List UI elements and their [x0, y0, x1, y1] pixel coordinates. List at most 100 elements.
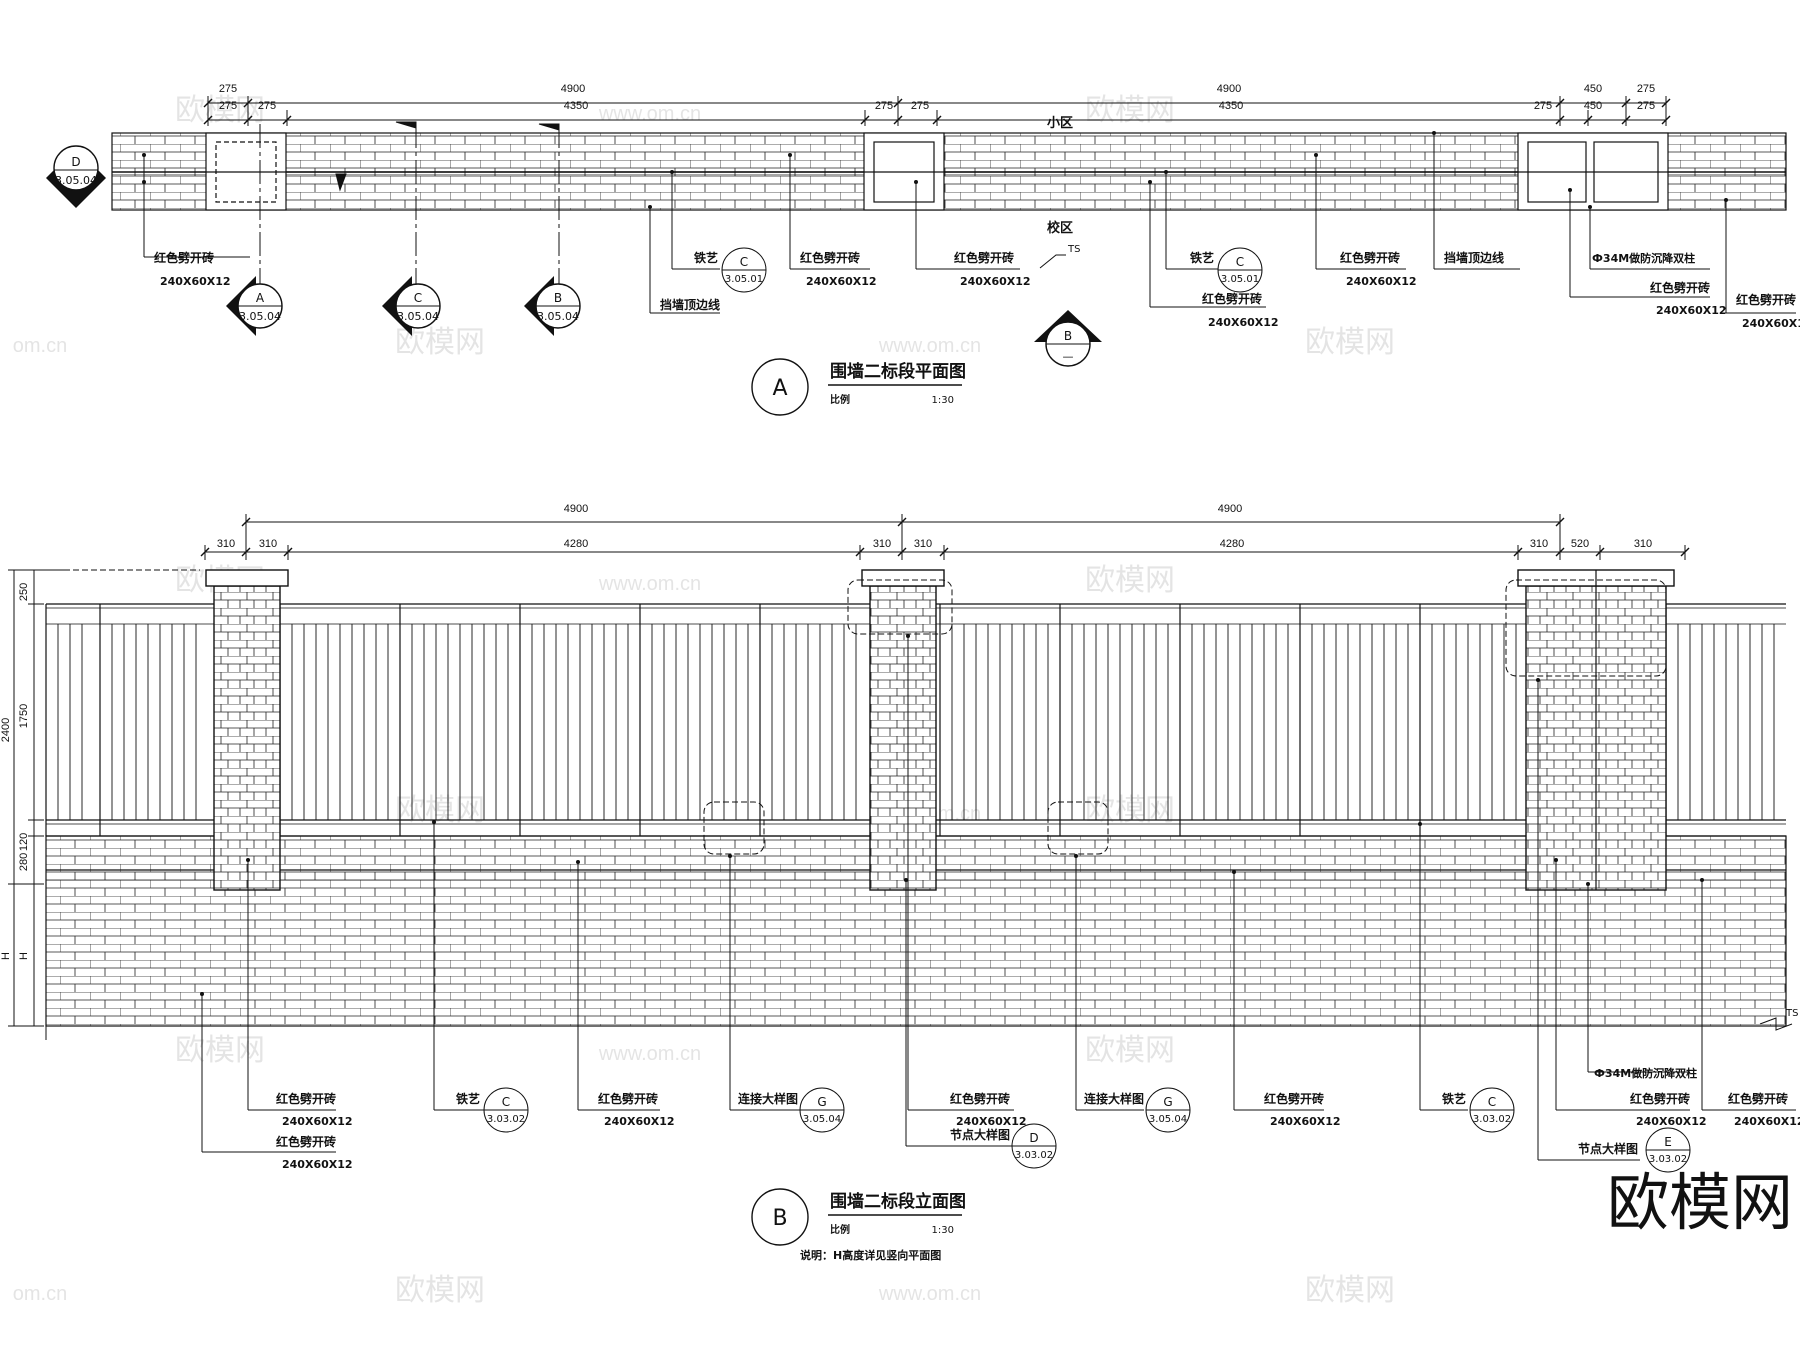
elev-dim-top-2: 4900	[1218, 503, 1242, 515]
watermark-brand: 欧模网	[395, 1273, 485, 1308]
elev-dim-2-6: 4280	[1220, 538, 1244, 550]
watermark-brand: 欧模网	[1085, 563, 1175, 598]
elev-callout-7-ref: D	[1029, 1131, 1038, 1145]
elev-left-dims	[8, 569, 200, 1027]
elev-dimensions	[204, 514, 1686, 560]
plan-callout-11: 红色劈开砖	[1650, 280, 1710, 295]
plan-callout-11-spec: 240X60X12	[1656, 304, 1727, 317]
plan-section-flags	[259, 121, 560, 290]
elev-dim-2-7: 310	[1530, 538, 1548, 550]
plan-dim-2-6: 4350	[1219, 100, 1243, 112]
elev-left-dim-labels: 250 1750 2400 120 280 H H	[0, 583, 30, 960]
plan-callout-12: 红色劈开砖	[1736, 292, 1796, 307]
plan-callout-7: 红色劈开砖	[1202, 291, 1262, 306]
elev-piers	[205, 569, 1675, 891]
plan-callout-10: Ф34M做防沉降双柱	[1592, 251, 1695, 265]
elev-callout-14: 红色劈开砖	[1728, 1091, 1788, 1106]
brand-watermark-large: 欧模网	[1607, 1166, 1793, 1239]
plan-callout-8: 红色劈开砖	[1340, 250, 1400, 265]
elev-callouts: 红色劈开砖 240X60X12 红色劈开砖 240X60X12 铁艺 C 3.0…	[276, 1066, 1800, 1173]
plan-callout-1-spec: 240X60X12	[160, 275, 231, 288]
section-mark-B2-letter: B	[1064, 329, 1072, 343]
elev-callout-5: 连接大样图	[738, 1091, 798, 1106]
section-mark-B-sheet: 3.05.04	[537, 310, 579, 323]
elev-dim-left-2: 1750	[18, 704, 30, 728]
plan-dim-2-1: 275	[219, 100, 237, 112]
plan-ts: TS	[1067, 244, 1080, 255]
elev-callout-13: 红色劈开砖	[1630, 1091, 1690, 1106]
watermark-brand: 欧模网	[175, 93, 265, 128]
watermark-brand: 欧模网	[395, 793, 485, 828]
elev-callout-8-ref: G	[1163, 1095, 1172, 1109]
plan-callout-9: 挡墙顶边线	[1444, 250, 1504, 265]
elev-detail-boxes	[703, 579, 1667, 855]
plan-callouts: 红色劈开砖 240X60X12 铁艺 C 3.05.01 挡墙顶边线 红色劈开砖…	[154, 247, 1800, 330]
section-mark-D-letter: D	[71, 155, 80, 169]
elev-callout-9: 红色劈开砖	[1264, 1091, 1324, 1106]
elev-callout-1: 红色劈开砖	[276, 1091, 336, 1106]
plan-callout-4-spec: 240X60X12	[806, 275, 877, 288]
elev-title-block: B 围墙二标段立面图 比例 1:30 说明：H高度详见竖向平面图	[751, 1188, 966, 1262]
section-mark-B2-sheet: —	[1063, 350, 1074, 363]
elev-dim-ticks	[200, 517, 1690, 557]
elev-scale-label: 比例	[830, 1223, 850, 1236]
plan-zone-top: 小区	[1047, 116, 1073, 131]
elev-ts: TS	[1785, 1008, 1798, 1019]
section-mark-B-center[interactable]: B —	[1034, 310, 1102, 367]
elev-leader-dots	[200, 634, 1704, 996]
plan-callout-5-spec: 240X60X12	[960, 275, 1031, 288]
section-mark-B-letter: B	[554, 291, 562, 305]
plan-callout-5: 红色劈开砖	[954, 250, 1014, 265]
elev-callout-5-ref: G	[817, 1095, 826, 1109]
elev-callout-2: 红色劈开砖	[276, 1134, 336, 1149]
plan-callout-6-sheet: 3.05.01	[1221, 274, 1259, 285]
elev-callout-2-spec: 240X60X12	[282, 1158, 353, 1171]
elev-callout-5-sheet: 3.05.04	[803, 1114, 841, 1125]
elev-callout-8-sheet: 3.05.04	[1149, 1114, 1187, 1125]
section-mark-D[interactable]: D 3.05.04	[46, 145, 106, 208]
watermark-url: www.om.cn	[878, 1283, 981, 1305]
elev-title: 围墙二标段立面图	[830, 1191, 966, 1212]
elev-callout-14-spec: 240X60X12	[1734, 1115, 1800, 1128]
elev-callout-7: 节点大样图	[950, 1127, 1010, 1142]
elev-callout-4: 红色劈开砖	[598, 1091, 658, 1106]
plan-callout-8-spec: 240X60X12	[1346, 275, 1417, 288]
elev-dim-labels: 4900 4900 310 310 4280 310 310 4280 310 …	[217, 503, 1652, 550]
elev-dim-2-1: 310	[217, 538, 235, 550]
elev-callout-8: 连接大样图	[1084, 1091, 1144, 1106]
plan-dim-2-4: 275	[875, 100, 893, 112]
plan-dim-2-7: 275	[1534, 100, 1552, 112]
elev-callout-9-spec: 240X60X12	[1270, 1115, 1341, 1128]
elev-callout-7-sheet: 3.03.02	[1015, 1150, 1053, 1161]
plan-zone-bottom: 校区	[1047, 220, 1073, 236]
elev-title-circle: B	[772, 1206, 787, 1231]
elev-note: 说明：H高度详见竖向平面图	[800, 1248, 941, 1262]
section-mark-B[interactable]: B 3.05.04	[524, 276, 581, 336]
plan-callout-6-ref: C	[1236, 255, 1244, 269]
plan-dim-top-4: 450	[1584, 83, 1602, 95]
section-mark-A[interactable]: A 3.05.04	[226, 276, 283, 336]
plan-callout-2-sheet: 3.05.01	[725, 274, 763, 285]
section-mark-A-letter: A	[256, 291, 265, 305]
plan-callout-7-spec: 240X60X12	[1208, 316, 1279, 329]
elev-dim-2-8: 520	[1571, 538, 1589, 550]
elev-callout-3: 铁艺	[456, 1091, 480, 1106]
plan-leaders	[143, 133, 1796, 314]
elev-dim-2-9: 310	[1634, 538, 1652, 550]
plan-dim-2-2: 275	[258, 100, 276, 112]
plan-dimensions	[207, 96, 1667, 126]
elev-dim-left-4: 120	[18, 833, 30, 851]
plan-callout-4: 红色劈开砖	[800, 250, 860, 265]
section-mark-C[interactable]: C 3.05.04	[382, 276, 441, 336]
plan-callout-3: 挡墙顶边线	[660, 297, 720, 312]
elev-dim-left-7: H	[18, 952, 30, 960]
section-mark-C-letter: C	[414, 291, 422, 305]
elev-callout-10: 铁艺	[1442, 1091, 1466, 1106]
watermark-brand: 欧模网	[175, 1033, 265, 1068]
plan-dim-2-3: 4350	[564, 100, 588, 112]
elev-leaders	[201, 636, 1796, 1161]
elev-callout-6: 红色劈开砖	[950, 1091, 1010, 1106]
watermark-url-partial: om.cn	[13, 335, 67, 357]
watermark-url-partial: om.cn	[13, 1283, 67, 1305]
